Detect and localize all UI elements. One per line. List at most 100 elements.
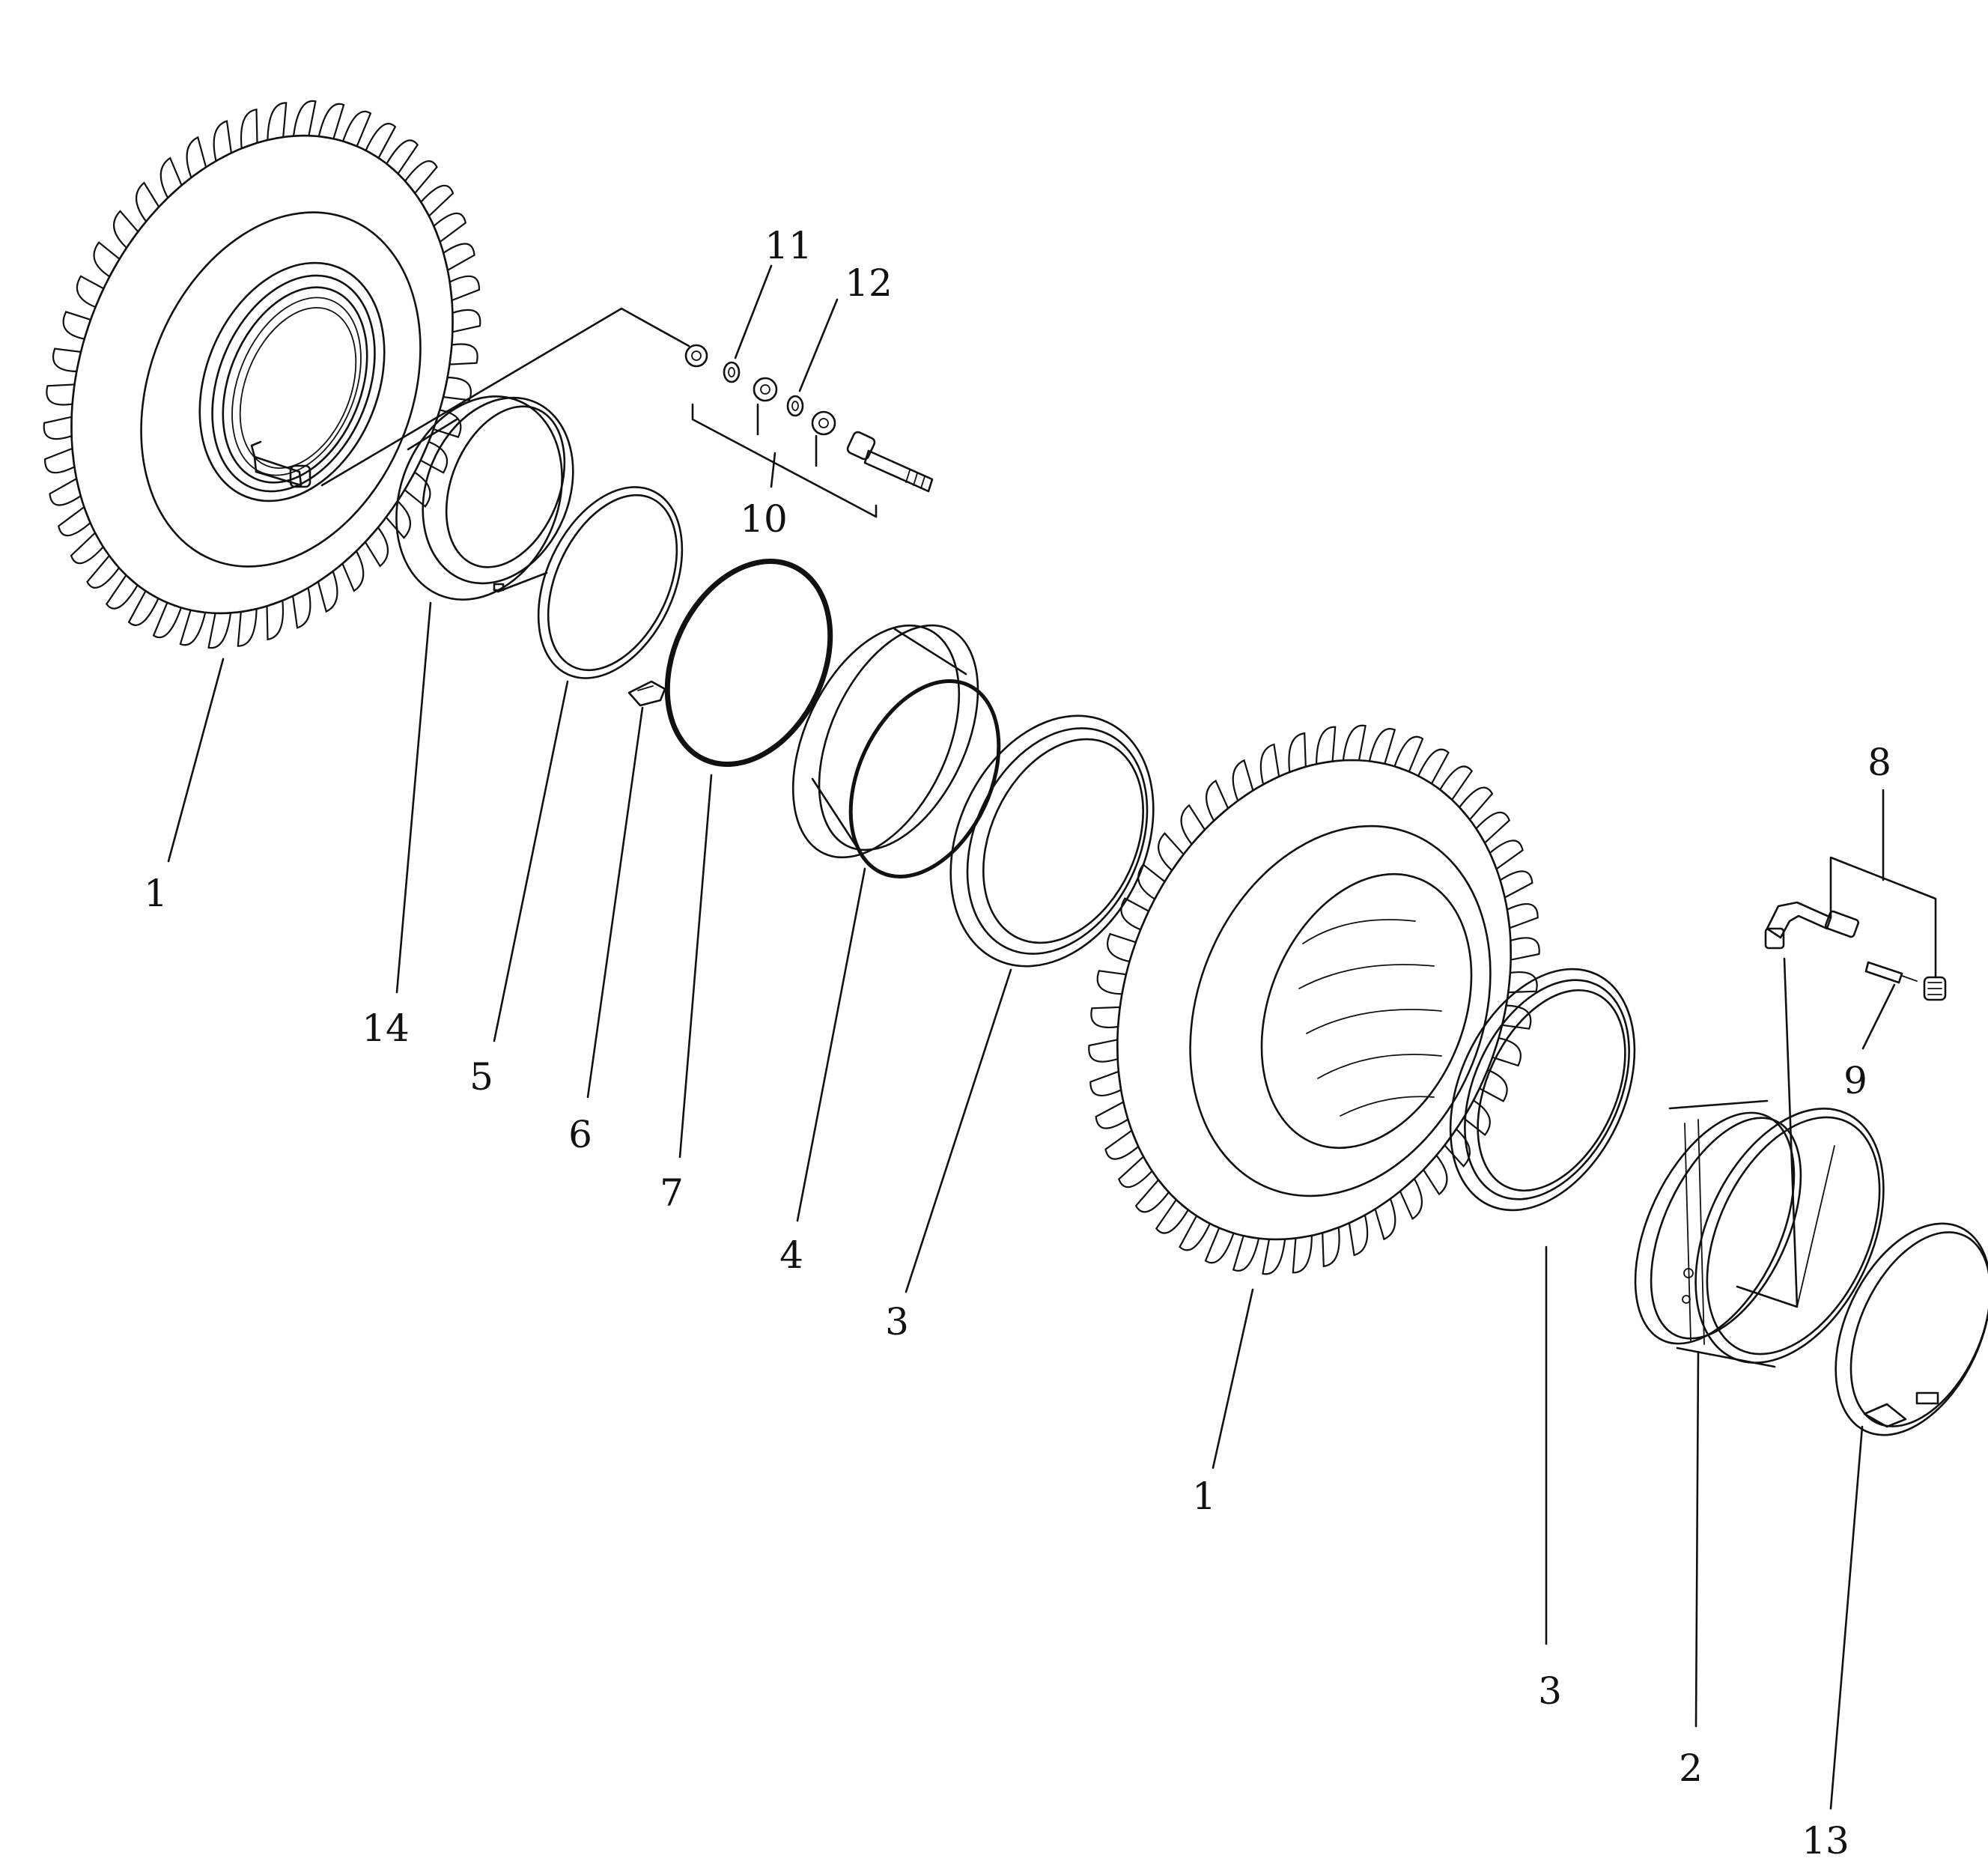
tread-lug [1499, 870, 1533, 899]
part-4-bead-seat-band [791, 624, 1001, 878]
tire-right [1088, 724, 1540, 1275]
tread-lug [43, 416, 73, 440]
tread-lug [76, 275, 105, 309]
valve-elbow-8 [1764, 901, 1860, 950]
callout-2: 2 [1679, 1746, 1703, 1790]
tread-lug [62, 311, 92, 340]
washer-12 [786, 395, 804, 417]
tread-lug [432, 212, 467, 243]
tread-lug [365, 123, 397, 160]
hardware-nuts-washers [684, 344, 934, 493]
tread-lug [404, 160, 438, 195]
part-3-flange-ring-left [949, 714, 1155, 968]
tread-lug [105, 574, 139, 610]
callout-10: 10 [740, 497, 788, 541]
tread-lug [186, 136, 207, 179]
tread-lug [1204, 1227, 1235, 1264]
tread-lug [1107, 932, 1137, 963]
part-13-split-ring [1835, 1222, 1988, 1436]
tread-lug [1348, 1213, 1369, 1257]
washer-11 [723, 361, 741, 383]
tread-lug [1090, 1006, 1121, 1028]
part-2-rim-base [1634, 1099, 1885, 1368]
part-3-flange-ring-right [1449, 968, 1636, 1212]
callout-4: 4 [779, 1233, 803, 1277]
tread-lug [1399, 1177, 1423, 1221]
tread-lug [237, 607, 258, 647]
callout-7: 7 [660, 1171, 684, 1215]
tread-lug [1180, 804, 1206, 846]
part-14-rim-flange [395, 395, 574, 601]
tread-lug [179, 609, 207, 646]
callout-6: 6 [568, 1113, 592, 1156]
tread-lug [1506, 903, 1539, 929]
tread-lug [1155, 1198, 1190, 1234]
tread-lug [213, 120, 233, 163]
tread-lug [1118, 1155, 1153, 1188]
callout-11: 11 [765, 224, 812, 267]
tread-lug [52, 347, 82, 373]
tire-right-tread [1088, 724, 1540, 1275]
nut-2 [753, 377, 778, 402]
tread-lug [152, 601, 183, 639]
tread-lug [403, 471, 431, 508]
part-6-clip [627, 680, 666, 707]
tread-lug [1374, 1197, 1396, 1241]
valve-stem-left [250, 440, 311, 488]
tread-lug [449, 343, 478, 365]
tread-lug [1507, 971, 1538, 994]
tread-lug [1259, 743, 1280, 786]
tread-lug [1458, 786, 1494, 822]
tread-lug [1134, 1178, 1170, 1213]
callout-3-right: 3 [1538, 1669, 1562, 1713]
valve-extension-10 [846, 431, 934, 493]
tread-lug [93, 241, 121, 278]
tread-lug [1393, 735, 1424, 773]
tread-lug [86, 554, 121, 589]
tread-lug [113, 210, 139, 249]
tread-lug [449, 275, 481, 302]
tread-lug [267, 102, 288, 142]
tread-lug [341, 110, 372, 148]
tread-lug [419, 440, 448, 474]
callout-3-left: 3 [885, 1300, 909, 1344]
callout-14: 14 [362, 1007, 410, 1050]
tread-lug [419, 184, 455, 218]
tread-lug [43, 447, 76, 474]
tread-lug [1095, 1100, 1129, 1129]
callout-9: 9 [1843, 1059, 1867, 1102]
tread-lug [442, 376, 472, 401]
valve-cap-8 [1923, 976, 1947, 1001]
tread-lug [317, 570, 338, 613]
callout-12: 12 [845, 261, 893, 305]
tread-lug [135, 181, 160, 223]
tread-lug [1120, 897, 1150, 931]
tread-lug [1368, 728, 1396, 765]
tread-lug [1232, 759, 1254, 802]
tread-lug [1104, 1129, 1140, 1160]
tread-lug [292, 100, 317, 137]
part-7-o-ring [664, 559, 833, 767]
valve-parts-right [1764, 901, 1947, 1001]
tread-lug [1089, 1070, 1122, 1096]
tread-lug [452, 309, 481, 333]
part-5-lock-ring [537, 486, 684, 679]
tread-lug [1417, 748, 1450, 786]
tread-lug [1501, 1004, 1532, 1030]
tread-lug [1438, 765, 1474, 801]
callout-8: 8 [1867, 741, 1891, 784]
nut-3 [811, 410, 836, 436]
tread-lug [1315, 726, 1337, 765]
tread-lug [317, 103, 345, 140]
tread-lug [1422, 1154, 1448, 1196]
tread-lug [46, 383, 76, 406]
tread-lug [159, 157, 183, 199]
tire-left [43, 100, 481, 649]
tread-lug [291, 586, 311, 629]
tread-lug [1179, 1214, 1212, 1251]
tread-lug [70, 531, 105, 565]
tread-lug [1232, 1234, 1260, 1272]
callout-13: 13 [1802, 1819, 1849, 1863]
tread-lug [341, 550, 365, 592]
